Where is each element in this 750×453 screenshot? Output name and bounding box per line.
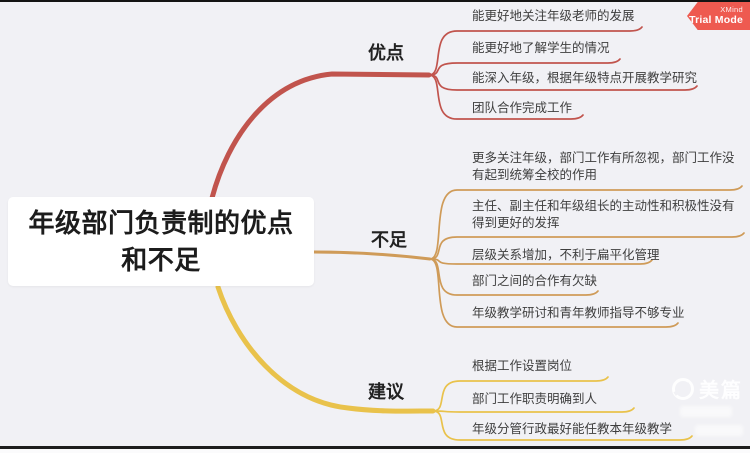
- central-topic[interactable]: 年级部门负责制的优点 和不足: [8, 197, 314, 286]
- subtopic-line: [429, 258, 653, 265]
- watermark-brand: 美篇: [699, 380, 743, 402]
- subtopic-line: [432, 407, 635, 413]
- subtopic-line: [428, 58, 621, 76]
- subtopic-advantage-3[interactable]: 能深入年级，根据年级特点开展教学研究: [472, 71, 698, 85]
- subtopic-line: [428, 26, 643, 76]
- subtopic-suggestion-3[interactable]: 年级分管行政最好能任教本年级教学: [472, 422, 673, 436]
- subtopic-advantage-2[interactable]: 能更好地了解学生的情况: [472, 41, 610, 55]
- subtopic-suggestion-1[interactable]: 根据工作设置岗位: [472, 359, 573, 373]
- branch-shortcomings-line: [312, 250, 432, 261]
- subtopic-line: [432, 410, 693, 441]
- badge-trial-label: Trial Mode: [689, 14, 743, 26]
- subtopic-line: [429, 258, 679, 328]
- meipian-logo-icon: [672, 377, 694, 400]
- subtopic-shortcoming-5[interactable]: 年级教学研讨和青年教师指导不够专业: [472, 306, 685, 320]
- branch-label-shortcomings[interactable]: 不足: [371, 230, 407, 250]
- subtopic-line: [429, 258, 599, 296]
- trial-mode-badge[interactable]: XMind Trial Mode: [687, 2, 750, 30]
- subtopic-line: [428, 74, 584, 120]
- subtopic-shortcoming-4[interactable]: 部门之间的合作有欠缺: [472, 274, 598, 288]
- watermark: 美篇: [672, 374, 743, 403]
- subtopic-line: [429, 185, 743, 260]
- branch-label-advantages[interactable]: 优点: [368, 43, 404, 63]
- subtopic-shortcoming-2[interactable]: 主任、副主任和年级组长的主动性和积极性没有 得到更好的发挥: [472, 199, 735, 230]
- subtopic-shortcoming-1[interactable]: 更多关注年级，部门工作有所忽视，部门工作没 有起到统筹全校的作用: [472, 151, 735, 182]
- watermark-faint-line: [680, 406, 732, 417]
- bottom-margin: [0, 449, 750, 453]
- subtopic-line: [428, 74, 698, 91]
- subtopic-suggestion-2[interactable]: 部门工作职责明确到人: [472, 392, 598, 406]
- branch-suggestions-line: [215, 284, 436, 414]
- subtopic-advantage-1[interactable]: 能更好地关注年级老师的发展: [472, 9, 635, 23]
- subtopic-shortcoming-3[interactable]: 层级关系增加，不利于扁平化管理: [472, 248, 660, 262]
- bottom-border: [0, 446, 750, 449]
- central-topic-title: 年级部门负责制的优点 和不足: [28, 207, 294, 275]
- subtopic-line: [429, 232, 745, 260]
- top-border: [0, 0, 750, 2]
- branch-advantages-line: [209, 71, 432, 201]
- watermark-faint-line: [695, 425, 743, 436]
- subtopic-advantage-4[interactable]: 团队合作完成工作: [472, 101, 573, 115]
- badge-app-name: XMind: [720, 5, 743, 14]
- subtopic-line: [432, 376, 609, 412]
- branch-label-suggestions[interactable]: 建议: [368, 382, 404, 402]
